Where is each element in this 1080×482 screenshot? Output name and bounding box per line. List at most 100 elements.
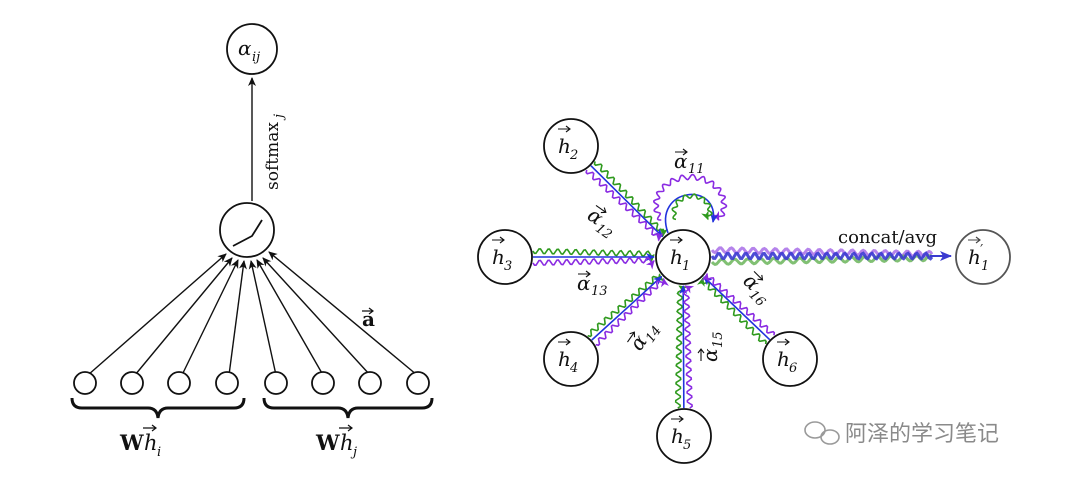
input-neuron: [73, 371, 97, 395]
alpha-11-label: α 11: [674, 148, 705, 177]
vector-arrow-icon: [558, 338, 571, 346]
attention-edge: [591, 275, 663, 341]
input-neuron: [358, 371, 382, 395]
attention-edge: [585, 169, 664, 242]
svg-text:2: 2: [569, 148, 578, 163]
input-edges: [87, 251, 418, 376]
svg-text:α: α: [577, 271, 591, 295]
node-h5: h 5: [656, 408, 712, 464]
attention-vector-a: a: [362, 307, 375, 331]
attention-edge: [532, 248, 655, 264]
attention-edge: [697, 277, 767, 345]
vector-arrow-icon: [339, 424, 353, 432]
edge-bundle-h3: [532, 248, 655, 270]
w-h-i-label: W h i: [119, 424, 161, 460]
alpha-ij-node: α ij: [226, 23, 278, 75]
input-neuron: [167, 371, 191, 395]
edge-bundle-h6: [697, 272, 776, 345]
input-neuron: [215, 371, 239, 395]
attention-edge: [587, 273, 665, 338]
vector-arrow-icon: [627, 331, 636, 343]
input-neuron: [120, 371, 144, 395]
input-neuron: [406, 371, 430, 395]
attention-edge: [703, 276, 771, 341]
softmax-label: softmax j: [263, 114, 287, 190]
svg-text:13: 13: [591, 284, 608, 299]
attention-edge: [674, 285, 689, 409]
node-h3: h 3: [477, 229, 533, 285]
svg-text:W: W: [315, 430, 340, 455]
alpha-15-label: α 15: [697, 331, 726, 362]
output-edge: [710, 246, 952, 267]
svg-text:i: i: [157, 445, 161, 460]
svg-text:h: h: [968, 245, 981, 269]
svg-text:h: h: [144, 431, 158, 455]
vector-arrow-icon: [595, 205, 607, 214]
watermark: 阿泽的学习笔记: [804, 421, 999, 446]
leaky-relu-icon: [232, 219, 263, 247]
w-h-j-label: W h j: [315, 424, 357, 460]
node-h2: h 2: [543, 118, 599, 174]
svg-text:6: 6: [789, 361, 797, 376]
vector-arrow-icon: [492, 236, 505, 244]
input-neuron: [311, 371, 335, 395]
svg-text:h: h: [558, 347, 571, 371]
svg-text:h: h: [671, 424, 684, 448]
left-brace-icon: [70, 397, 246, 419]
svg-text:α: α: [674, 149, 688, 173]
vector-arrow-icon: [697, 348, 705, 361]
svg-text:j: j: [350, 445, 357, 460]
vector-arrow-icon: [968, 236, 981, 244]
node-h4: h 4: [543, 331, 599, 387]
svg-text:1: 1: [981, 259, 989, 274]
concat-avg-label: concat/avg: [838, 227, 937, 248]
svg-text:11: 11: [688, 162, 705, 177]
svg-text:h: h: [777, 347, 790, 371]
svg-text:h: h: [670, 245, 683, 269]
attention-vector-label: a: [362, 307, 375, 331]
edge-bundle-h2: [585, 161, 669, 242]
alpha-14-label: α 14: [624, 324, 664, 355]
attention-edge: [593, 161, 669, 238]
leaky-relu-node: [219, 202, 275, 258]
attention-edge: [682, 285, 695, 409]
svg-text:3: 3: [504, 259, 512, 274]
right-brace-icon: [262, 397, 434, 419]
svg-text:h: h: [558, 134, 571, 158]
attention-edge: [595, 277, 669, 347]
left-attention-mechanism: α ij softmax j a: [70, 23, 434, 460]
node-h1-prime: h ′ 1: [955, 229, 1011, 285]
attention-edge: [701, 272, 776, 336]
vector-arrow-icon: [777, 338, 790, 346]
attention-edge: [532, 256, 655, 270]
self-loop-edges: [652, 173, 728, 234]
vector-arrow-icon: [578, 270, 591, 278]
input-neurons: [73, 371, 430, 395]
node-h1: h 1: [655, 229, 711, 285]
softmax-text: softmax: [263, 122, 283, 190]
edge-bundle-h4: [587, 273, 669, 347]
wechat-icon: [804, 421, 840, 445]
alpha-16-label: α 16: [738, 269, 767, 310]
node-h6: h 6: [762, 331, 818, 387]
svg-text:h: h: [340, 431, 354, 455]
alpha-ij-symbol: α: [238, 36, 252, 60]
alpha-13-label: α 13: [577, 270, 608, 299]
svg-text:1: 1: [682, 259, 690, 274]
edge-bundle-h5: [674, 285, 695, 409]
watermark-text: 阿泽的学习笔记: [845, 421, 999, 446]
alpha-ij-subscript: ij: [252, 50, 260, 65]
svg-text:5: 5: [683, 438, 691, 453]
svg-text:W: W: [119, 430, 144, 455]
attention-edge: [590, 165, 664, 238]
vector-arrow-icon: [670, 236, 683, 244]
svg-text:α: α: [698, 348, 722, 362]
svg-text:4: 4: [569, 361, 578, 376]
vector-arrow-icon: [675, 148, 688, 156]
svg-text:15: 15: [711, 331, 726, 348]
attention-edge: [679, 285, 688, 409]
right-multihead-attention: concat/avg α 11 α 12 α 13 α: [477, 118, 1011, 464]
vector-arrow-icon: [143, 424, 157, 432]
svg-text:′: ′: [980, 241, 984, 259]
